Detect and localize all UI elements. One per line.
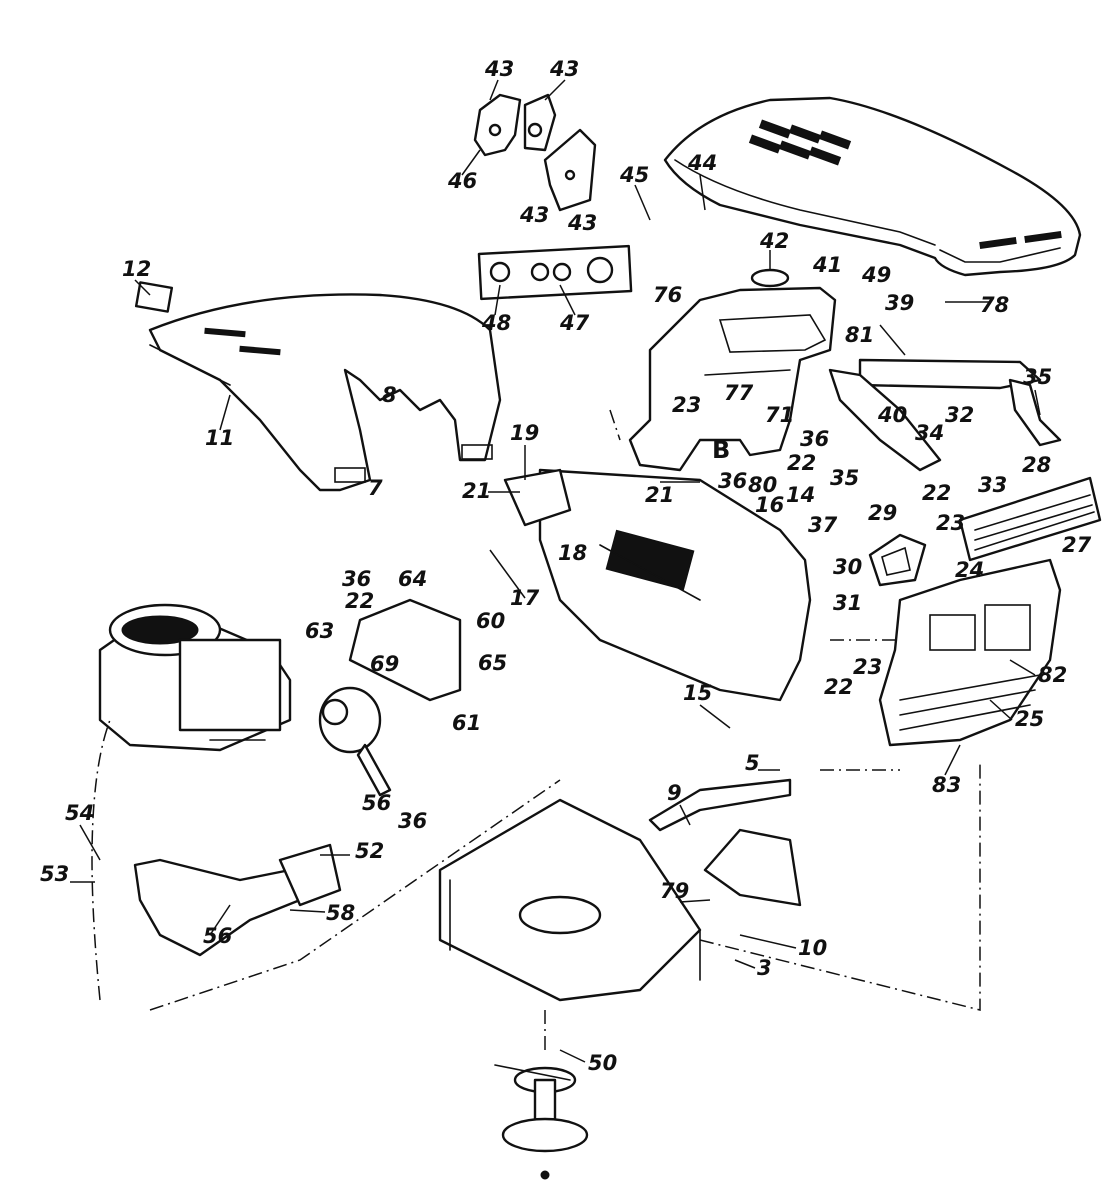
grille-part bbox=[958, 476, 1102, 562]
callout-9: 9 bbox=[667, 781, 682, 805]
callout-7: 7 bbox=[368, 476, 383, 500]
callout-35b: 35 bbox=[830, 466, 859, 490]
leader-ticks bbox=[70, 79, 1041, 1063]
headlight-part bbox=[868, 533, 927, 587]
ignition-plate-part bbox=[477, 244, 633, 301]
callout-69: 69 bbox=[370, 652, 399, 676]
callout-32: 32 bbox=[945, 403, 974, 427]
callout-27: 27 bbox=[1062, 533, 1092, 557]
callout-21a: 21 bbox=[462, 479, 491, 503]
callout-22a: 22 bbox=[787, 451, 816, 475]
callout-39: 39 bbox=[885, 291, 914, 315]
callout-56a: 56 bbox=[362, 791, 391, 815]
callout-36a: 36 bbox=[800, 427, 829, 451]
callout-22b: 22 bbox=[922, 481, 951, 505]
callout-58: 58 bbox=[326, 901, 355, 925]
callout-10: 10 bbox=[798, 936, 827, 960]
hood-part bbox=[663, 96, 1082, 277]
callout-71: 71 bbox=[765, 403, 794, 427]
frame-part bbox=[438, 798, 702, 1002]
callout-56b: 56 bbox=[203, 924, 232, 948]
callout-31: 31 bbox=[833, 591, 862, 615]
callout-8: 8 bbox=[382, 383, 397, 407]
callout-24: 24 bbox=[955, 558, 984, 582]
callout-23a: 23 bbox=[672, 393, 701, 417]
callout-5: 5 bbox=[745, 751, 760, 775]
callout-23c: 23 bbox=[853, 655, 882, 679]
callout-labels: 43 43 43 43 46 45 44 42 49 12 48 47 76 4… bbox=[40, 57, 1092, 1075]
callout-21b: 21 bbox=[645, 483, 674, 507]
callout-14: 14 bbox=[786, 483, 815, 507]
leader-lines bbox=[91, 409, 981, 1050]
dash-panel-part bbox=[628, 268, 837, 472]
callout-63: 63 bbox=[305, 619, 334, 643]
callout-46: 46 bbox=[447, 169, 477, 193]
mounting-bracket-part bbox=[348, 598, 462, 702]
callout-43b: 43 bbox=[549, 57, 579, 81]
callout-12: 12 bbox=[122, 257, 151, 281]
callout-37: 37 bbox=[808, 513, 838, 537]
callout-49: 49 bbox=[861, 263, 891, 287]
callout-35a: 35 bbox=[1023, 365, 1052, 389]
callout-60: 60 bbox=[476, 609, 505, 633]
callout-82: 82 bbox=[1038, 663, 1067, 687]
callout-77: 77 bbox=[724, 381, 754, 405]
callout-36c: 36 bbox=[342, 567, 371, 591]
heat-shield-part bbox=[133, 843, 342, 957]
callout-30: 30 bbox=[833, 555, 862, 579]
callout-15: 15 bbox=[683, 681, 712, 705]
callout-53: 53 bbox=[40, 862, 69, 886]
support-bracket-part bbox=[828, 358, 1062, 472]
callout-42: 42 bbox=[759, 229, 789, 253]
callout-33: 33 bbox=[978, 473, 1007, 497]
callout-34: 34 bbox=[915, 421, 944, 445]
callout-25: 25 bbox=[1015, 707, 1044, 731]
engine-part bbox=[98, 603, 292, 752]
nose-part bbox=[878, 558, 1062, 747]
callout-76: 76 bbox=[653, 283, 682, 307]
side-panel-part bbox=[134, 281, 502, 492]
callout-43c: 43 bbox=[519, 203, 549, 227]
callout-81: 81 bbox=[845, 323, 874, 347]
callout-79: 79 bbox=[660, 879, 689, 903]
callout-23b: 23 bbox=[936, 511, 965, 535]
front-cover-part bbox=[503, 468, 812, 702]
callout-22d: 22 bbox=[824, 675, 853, 699]
callout-44: 44 bbox=[687, 151, 717, 175]
callout-43a: 43 bbox=[484, 57, 514, 81]
callout-18: 18 bbox=[558, 541, 587, 565]
callout-41: 41 bbox=[812, 253, 842, 277]
callout-52: 52 bbox=[355, 839, 384, 863]
angle-bracket-part bbox=[648, 778, 802, 907]
callout-B: B bbox=[712, 436, 730, 464]
callout-83: 83 bbox=[932, 773, 961, 797]
callout-40: 40 bbox=[877, 403, 907, 427]
callout-22c: 22 bbox=[345, 589, 374, 613]
starter-part bbox=[318, 686, 392, 797]
callout-65: 65 bbox=[478, 651, 507, 675]
callout-80: 80 bbox=[748, 473, 777, 497]
callout-54: 54 bbox=[65, 801, 94, 825]
callout-78: 78 bbox=[980, 293, 1009, 317]
callout-29: 29 bbox=[868, 501, 897, 525]
callout-43d: 43 bbox=[567, 211, 597, 235]
callout-11: 11 bbox=[205, 426, 234, 450]
callout-19: 19 bbox=[510, 421, 539, 445]
callout-64: 64 bbox=[398, 567, 427, 591]
callout-16: 16 bbox=[755, 493, 784, 517]
callout-36b: 36 bbox=[718, 469, 747, 493]
bracket-assembly-part bbox=[473, 93, 597, 212]
pulley-part bbox=[494, 1064, 589, 1180]
callout-48: 48 bbox=[481, 311, 511, 335]
callout-3: 3 bbox=[757, 956, 772, 980]
callout-28: 28 bbox=[1022, 453, 1051, 477]
callout-45: 45 bbox=[619, 163, 649, 187]
callout-50: 50 bbox=[588, 1051, 617, 1075]
callout-36d: 36 bbox=[398, 809, 427, 833]
callout-61: 61 bbox=[452, 711, 481, 735]
